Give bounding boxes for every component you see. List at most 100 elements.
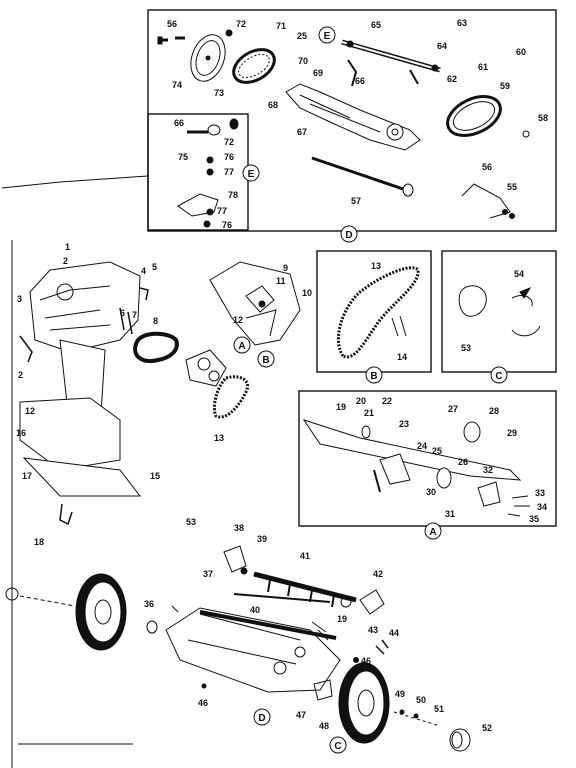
- panel-a-box: 19 20 21 22 23 24 25 26 27 28 29 30 31 3…: [298, 390, 557, 540]
- label-54: 54: [514, 269, 524, 279]
- label-44: 44: [389, 628, 399, 638]
- svg-text:A: A: [429, 527, 436, 538]
- panel-c-box: 54 53 C: [441, 250, 557, 384]
- lower-assembly: 53 38 39 41 37 42 36 40 19 43 44 46 46 4…: [5, 517, 492, 754]
- gearbox-assembly: [285, 83, 421, 151]
- label-55: 55: [507, 182, 517, 192]
- label-35: 35: [529, 514, 539, 524]
- label-66: 66: [355, 76, 365, 86]
- label-49: 49: [395, 689, 405, 699]
- label-43: 43: [368, 625, 378, 635]
- label-19: 19: [337, 614, 347, 624]
- label-20: 20: [356, 396, 366, 406]
- label-53: 53: [461, 343, 471, 353]
- label-7: 7: [132, 310, 137, 320]
- label-53: 53: [186, 517, 196, 527]
- callout-e-inset: E: [242, 164, 260, 182]
- bracket-55: [461, 183, 515, 219]
- label-56: 56: [167, 19, 177, 29]
- chain-13: [212, 375, 249, 419]
- label-1: 1: [65, 242, 70, 252]
- label-25: 25: [297, 31, 307, 41]
- bracket-24: [379, 453, 411, 485]
- pulley-30: [436, 467, 452, 489]
- callout-d-bottom: D: [253, 708, 271, 726]
- panel-e-inset: 66 72 75 76 77 78 77 76 E: [147, 113, 260, 231]
- bracket-38: [223, 545, 247, 573]
- label-16: 16: [16, 428, 26, 438]
- label-2b: 2: [18, 370, 23, 380]
- svg-text:A: A: [238, 341, 245, 352]
- bracket-32: [477, 481, 501, 507]
- label-52: 52: [482, 723, 492, 733]
- label-8: 8: [153, 316, 158, 326]
- guard-17: [22, 457, 142, 497]
- callout-c-bottom: C: [329, 736, 347, 754]
- label-38: 38: [234, 523, 244, 533]
- label-37: 37: [203, 569, 213, 579]
- label-18: 18: [34, 537, 44, 547]
- label-70: 70: [298, 56, 308, 66]
- plate: [302, 419, 522, 481]
- label-60: 60: [516, 47, 526, 57]
- label-68: 68: [268, 100, 278, 110]
- label-15: 15: [150, 471, 160, 481]
- label-12: 12: [233, 315, 243, 325]
- label-42: 42: [373, 569, 383, 579]
- label-24: 24: [417, 441, 427, 451]
- label-13: 13: [371, 261, 381, 271]
- callout-b-main: B: [257, 350, 275, 368]
- label-77: 77: [224, 167, 234, 177]
- belt-8: [133, 331, 179, 363]
- leader-line: [1, 175, 149, 189]
- label-40: 40: [250, 605, 260, 615]
- label-14: 14: [397, 352, 407, 362]
- label-41: 41: [300, 551, 310, 561]
- label-27: 27: [448, 404, 458, 414]
- rod-65: [341, 39, 441, 73]
- chain-13-b: [337, 266, 420, 359]
- callout-a: A: [424, 522, 442, 540]
- wheel-left: [75, 573, 127, 651]
- label-3: 3: [17, 294, 22, 304]
- label-25: 25: [432, 446, 442, 456]
- label-2: 2: [63, 256, 68, 266]
- svg-text:E: E: [248, 169, 255, 180]
- engine-assembly: 1 2 3 4 5 2 6 7 8 9 11 10 12 13 12 16 17…: [11, 240, 312, 768]
- svg-text:C: C: [334, 741, 341, 752]
- label-9: 9: [283, 263, 288, 273]
- wheel-right: [338, 662, 390, 744]
- svg-text:B: B: [262, 355, 269, 366]
- label-30: 30: [426, 487, 436, 497]
- bracket-42: [359, 589, 385, 615]
- nut-72: [229, 118, 239, 130]
- svg-text:D: D: [345, 230, 352, 241]
- label-59: 59: [500, 81, 510, 91]
- label-61: 61: [478, 62, 488, 72]
- svg-text:C: C: [495, 371, 502, 382]
- nut-72: [225, 29, 233, 37]
- label-66: 66: [174, 118, 184, 128]
- shaft-57: [311, 156, 414, 197]
- label-34: 34: [537, 502, 547, 512]
- label-65: 65: [371, 20, 381, 30]
- label-6: 6: [120, 308, 125, 318]
- label-56b: 56: [482, 162, 492, 172]
- label-33: 33: [535, 488, 545, 498]
- pulley-28: [463, 421, 481, 443]
- label-57: 57: [351, 196, 361, 206]
- label-48: 48: [319, 721, 329, 731]
- label-32: 32: [483, 465, 493, 475]
- label-46: 46: [361, 656, 371, 666]
- label-75: 75: [178, 152, 188, 162]
- label-22: 22: [382, 396, 392, 406]
- bracket-78: [177, 193, 219, 217]
- callout-a-main: A: [233, 336, 251, 354]
- label-17: 17: [22, 471, 32, 481]
- label-76b: 76: [222, 220, 232, 230]
- svg-text:D: D: [258, 713, 265, 724]
- label-31: 31: [445, 509, 455, 519]
- cap-52: [449, 728, 471, 752]
- callout-d-top: D: [340, 225, 358, 243]
- label-69: 69: [313, 68, 323, 78]
